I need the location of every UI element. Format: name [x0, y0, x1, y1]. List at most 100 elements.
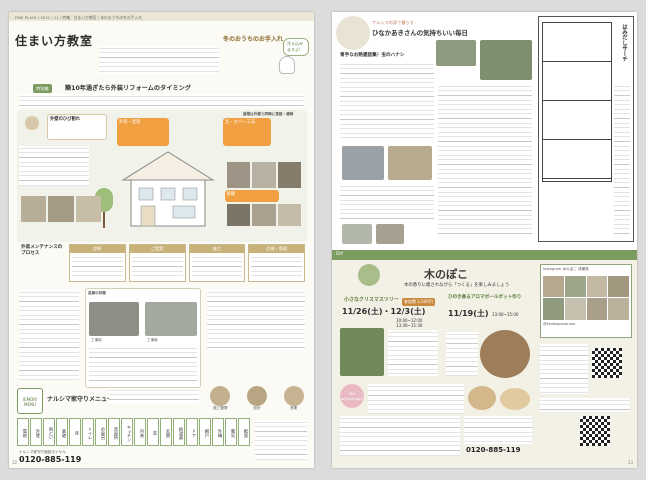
section-lead [19, 94, 304, 108]
callout-siding-label: 外壁のひび割れ [50, 117, 81, 122]
event1-date: 11/26(土)・12/3(土) [342, 307, 426, 316]
article-photo-4 [376, 224, 404, 244]
qr-code-1[interactable] [592, 348, 622, 378]
top-title: ひなかあきさんの気持ちいい毎日 [372, 29, 468, 37]
swatch-row-right-2 [227, 204, 301, 226]
process-step-4: 点検・管理 [249, 245, 304, 253]
winter-callout: 冬のおうちのお手入れ 冷え込みますよ! [217, 26, 311, 78]
lower-text-col1 [19, 290, 79, 380]
right-page: ナルシマの家で暮らす ひなかあきさんの気持ちいい毎日 青手なお熱建話集！虫のハナ… [332, 12, 637, 468]
event2-text [446, 332, 478, 376]
staff-2: 設計 [253, 406, 261, 410]
wood-photo-1 [468, 386, 496, 410]
right-note-2 [540, 398, 630, 412]
menu-item-1: 屋根 [17, 418, 29, 446]
diy-kicker: DIY [336, 252, 344, 257]
side-text [614, 84, 630, 234]
article-photo-child [342, 146, 384, 180]
menu-item-5: 床 [69, 418, 81, 446]
phone-label-left: ナルシマ家守り相談ダイヤル [19, 450, 66, 454]
phone-left: 0120-885-119 [19, 455, 82, 464]
menu-item-15: 網戸 [199, 418, 211, 446]
process-steps: 診断 ご提案 施工 点検・管理 [69, 244, 305, 282]
article-col2 [438, 84, 532, 234]
process-title: 外装メンテナンスのプロセス [21, 245, 63, 256]
menu-item-13: 給湯器 [173, 418, 185, 446]
menu-item-12: 玄関 [160, 418, 172, 446]
price-table [89, 346, 197, 384]
diy-title: 木のぽこ [424, 268, 468, 281]
after-label: 工事後 [147, 338, 158, 342]
event1-time: 10:00~12:00 13:30~15:30 [396, 318, 423, 328]
title-block: 住まい方教室 [15, 32, 93, 49]
lower-text-col3 [207, 290, 305, 350]
instagram-label: Instagram 木のぽこ 成瀬島 [543, 267, 589, 271]
event2-time: 13:00~15:00 [492, 312, 519, 317]
winter-bubble: 冷え込みますよ! [283, 38, 309, 56]
left-header: FINE PLACE / 2022 / 11 / 特集：住まい方教室 / 本のお… [9, 12, 314, 21]
bottom-text [368, 384, 464, 414]
menu-item-14: ドア [186, 418, 198, 446]
tree-logo [358, 264, 380, 286]
staff-3: 営業 [290, 406, 298, 410]
process-step-3: 施工 [189, 245, 245, 253]
callout-base: 基礎 [225, 190, 279, 202]
article-col1 [340, 62, 434, 142]
photo-after [145, 302, 197, 336]
left-page: FINE PLACE / 2022 / 11 / 特集：住まい方教室 / 本のお… [9, 12, 314, 468]
section-chip: 特別編 [33, 84, 52, 93]
winter-title: 冬のおうちのお手入れ [223, 36, 284, 43]
menu-item-18: 配管 [238, 418, 250, 446]
menu-item-16: 外構 [212, 418, 224, 446]
menu-item-8: 洗面所 [108, 418, 120, 446]
qr-code-2[interactable] [580, 416, 610, 446]
menu-item-3: 雨どい [43, 418, 55, 446]
side-title: はみだしサーチ [621, 24, 627, 62]
event1-photo [340, 328, 384, 376]
article-title: 青手なお熱建話集！虫のハナシ [340, 53, 405, 58]
page-number-right: 33 [627, 460, 633, 465]
callout-paint: 外装・塗装 [117, 118, 169, 146]
callout-siding: 外壁のひび割れ [47, 114, 107, 140]
menu-item-10: 内装 [134, 418, 146, 446]
event1-text [388, 330, 438, 376]
menu-badge-text: IEMORI MENU [22, 397, 38, 407]
event2-photo [480, 330, 530, 378]
instagram-handle: @kinokoponaruse [543, 321, 576, 326]
photo-before [89, 302, 139, 336]
section-title: 築10年過ぎたら外装リフォームのタイミング [65, 85, 191, 92]
callout-roof: 屋根は外壁と同時に塗装・補修 [243, 112, 303, 122]
staff-1: 施工管理 [213, 406, 228, 410]
event2-title: ひのき香るアロマボールポット作り [448, 295, 522, 300]
staff-photos: 施工管理 設計 営業 [205, 386, 309, 416]
article-photo-3 [342, 224, 372, 244]
top-photo-1 [436, 40, 476, 66]
bottom-phone: 0120-885-119 [466, 446, 521, 454]
menu-item-17: 電気 [225, 418, 237, 446]
before-label: 工事前 [91, 338, 102, 342]
page-number-left: 32 [12, 460, 18, 465]
menu-item-4: 基礎 [56, 418, 68, 446]
top-kicker: ナルシマの家で暮らす [372, 20, 414, 25]
callout-text [19, 146, 89, 186]
page-title: 住まい方教室 [15, 34, 94, 48]
article-photo-craft [388, 146, 432, 180]
callout-paint-label: 外装・塗装 [119, 120, 141, 125]
anniversary-text: 5th anniversary [340, 391, 364, 401]
callout-roof-label: 屋根は外壁と同時に塗装・補修 [243, 112, 294, 116]
instagram-box[interactable]: Instagram 木のぽこ 成瀬島 @kinokoponaruse [540, 264, 632, 338]
diy-band [332, 250, 637, 260]
family-illustration [336, 16, 370, 50]
photos-label: 各部の状態 [88, 291, 106, 295]
avatar-consultant [25, 116, 39, 130]
swatch-row-left [21, 196, 101, 222]
callout-base-label: 基礎 [226, 191, 236, 197]
right-note [540, 344, 588, 394]
menu-title: ナルシマ家守りメニュー [47, 396, 114, 403]
callout-tile: 瓦・カバー工法 [223, 118, 271, 146]
snowman-illustration [279, 56, 295, 74]
process-step-2: ご提案 [129, 245, 185, 253]
bottom-text-2 [340, 416, 460, 456]
swatch-row-right [227, 162, 301, 188]
event1-title: 小さなクリスマスツリー [344, 297, 399, 303]
